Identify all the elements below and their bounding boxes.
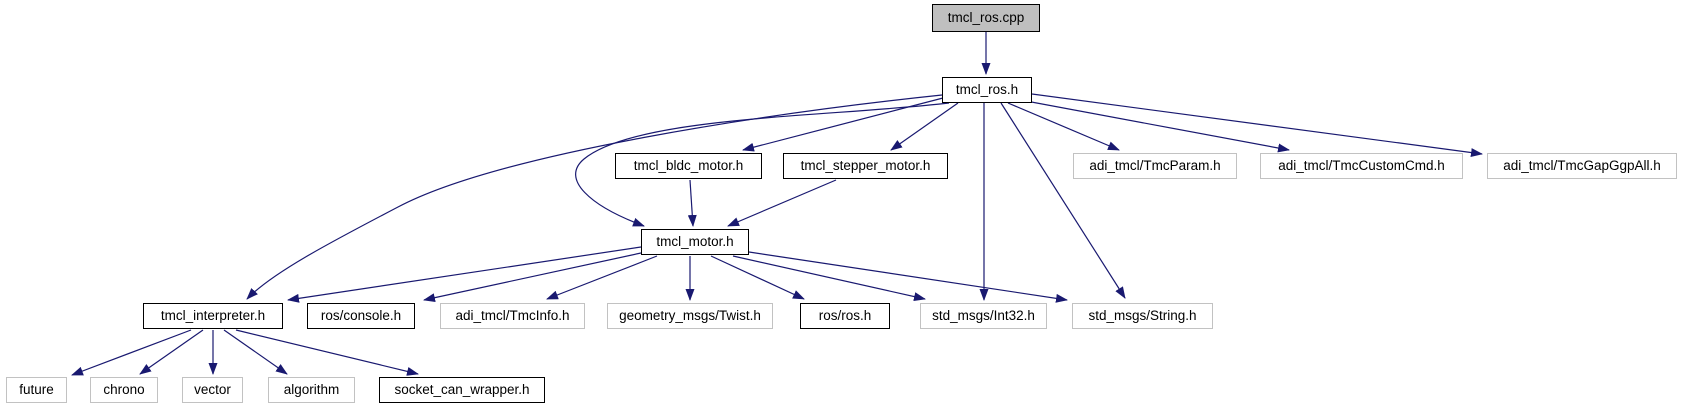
node-future: future — [6, 377, 67, 403]
node-adi-tmcl-tmcparam-h: adi_tmcl/TmcParam.h — [1073, 153, 1237, 179]
node-tmcl-bldc-motor-h[interactable]: tmcl_bldc_motor.h — [615, 153, 762, 179]
node-algorithm: algorithm — [268, 377, 355, 403]
node-ros-ros-h[interactable]: ros/ros.h — [800, 303, 890, 329]
node-std-msgs-int32-h: std_msgs/Int32.h — [920, 303, 1047, 329]
node-tmcl-ros-cpp: tmcl_ros.cpp — [932, 4, 1040, 32]
node-geometry-msgs-twist-h: geometry_msgs/Twist.h — [607, 303, 773, 329]
node-ros-console-h[interactable]: ros/console.h — [307, 303, 415, 329]
node-adi-tmcl-tmcgapggpall-h: adi_tmcl/TmcGapGgpAll.h — [1487, 153, 1677, 179]
node-std-msgs-string-h: std_msgs/String.h — [1072, 303, 1213, 329]
node-tmcl-stepper-motor-h[interactable]: tmcl_stepper_motor.h — [783, 153, 948, 179]
node-tmcl-ros-h[interactable]: tmcl_ros.h — [942, 77, 1032, 103]
node-chrono: chrono — [90, 377, 158, 403]
node-tmcl-interpreter-h[interactable]: tmcl_interpreter.h — [143, 303, 283, 329]
node-tmcl-motor-h[interactable]: tmcl_motor.h — [641, 229, 749, 255]
node-adi-tmcl-tmcinfo-h: adi_tmcl/TmcInfo.h — [440, 303, 585, 329]
node-adi-tmcl-tmccustomcmd-h: adi_tmcl/TmcCustomCmd.h — [1260, 153, 1463, 179]
node-socket-can-wrapper-h[interactable]: socket_can_wrapper.h — [379, 377, 545, 403]
node-vector: vector — [182, 377, 243, 403]
